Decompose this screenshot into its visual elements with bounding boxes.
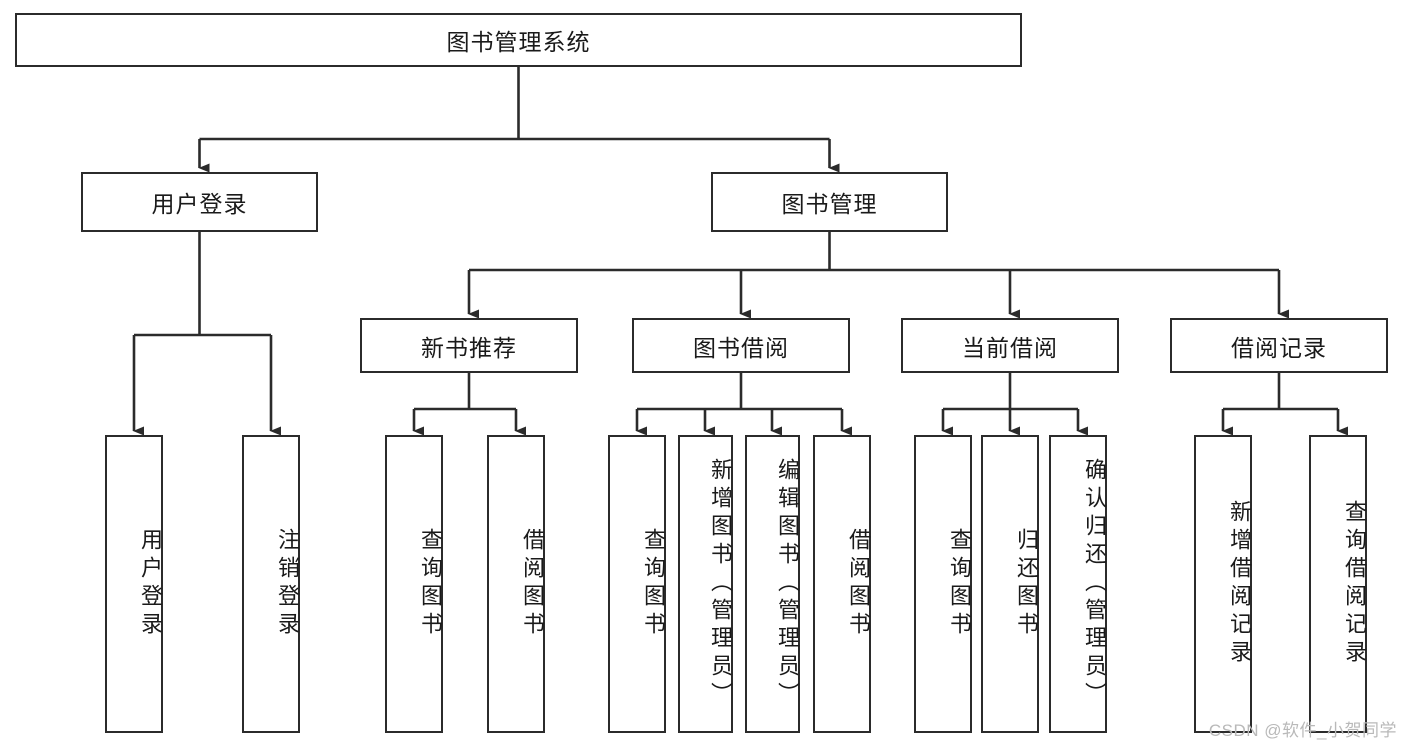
node-label: 编辑图书（管理员）	[775, 458, 800, 710]
node-root-system[interactable]: 图书管理系统	[15, 13, 1022, 67]
node-leaf-add-record[interactable]: 新增借阅记录	[1194, 435, 1252, 733]
node-label: 查询图书	[641, 528, 666, 640]
node-label: 查询借阅记录	[1342, 500, 1367, 668]
node-label: 新增借阅记录	[1227, 500, 1252, 668]
node-leaf-return-book[interactable]: 归还图书	[981, 435, 1039, 733]
node-current-borrow[interactable]: 当前借阅	[901, 318, 1119, 373]
node-label: 用户登录	[151, 191, 248, 217]
node-new-book-rec[interactable]: 新书推荐	[360, 318, 578, 373]
node-label: 图书管理	[781, 191, 878, 217]
node-label: 确认归还（管理员）	[1082, 458, 1107, 710]
node-label: 注销登录	[275, 528, 300, 640]
node-label: 新增图书（管理员）	[708, 458, 733, 710]
node-leaf-user-login[interactable]: 用户登录	[105, 435, 163, 733]
node-label: 借阅记录	[1231, 334, 1327, 361]
node-label: 借阅图书	[520, 528, 545, 640]
node-leaf-borrow-book-1[interactable]: 借阅图书	[487, 435, 545, 733]
node-leaf-confirm-return[interactable]: 确认归还（管理员）	[1049, 435, 1107, 733]
node-label: 图书管理系统	[446, 29, 591, 55]
node-label: 当前借阅	[962, 334, 1058, 361]
node-book-manage[interactable]: 图书管理	[711, 172, 948, 232]
node-label: 归还图书	[1014, 528, 1039, 640]
node-leaf-user-logout[interactable]: 注销登录	[242, 435, 300, 733]
node-label: 用户登录	[138, 528, 163, 640]
node-label: 查询图书	[947, 528, 972, 640]
node-user-login[interactable]: 用户登录	[81, 172, 318, 232]
node-label: 新书推荐	[421, 334, 517, 361]
node-leaf-edit-book[interactable]: 编辑图书（管理员）	[745, 435, 800, 733]
node-book-borrow[interactable]: 图书借阅	[632, 318, 850, 373]
csdn-watermark: CSDN @软件_小贺同学	[1208, 721, 1397, 740]
node-leaf-borrow-book-2[interactable]: 借阅图书	[813, 435, 871, 733]
node-leaf-query-book-3[interactable]: 查询图书	[914, 435, 972, 733]
node-leaf-add-book[interactable]: 新增图书（管理员）	[678, 435, 733, 733]
node-leaf-query-book-2[interactable]: 查询图书	[608, 435, 666, 733]
node-borrow-record[interactable]: 借阅记录	[1170, 318, 1388, 373]
node-label: 图书借阅	[693, 334, 789, 361]
node-label: 查询图书	[418, 528, 443, 640]
node-leaf-query-book-1[interactable]: 查询图书	[385, 435, 443, 733]
node-leaf-query-record[interactable]: 查询借阅记录	[1309, 435, 1367, 733]
node-label: 借阅图书	[846, 528, 871, 640]
